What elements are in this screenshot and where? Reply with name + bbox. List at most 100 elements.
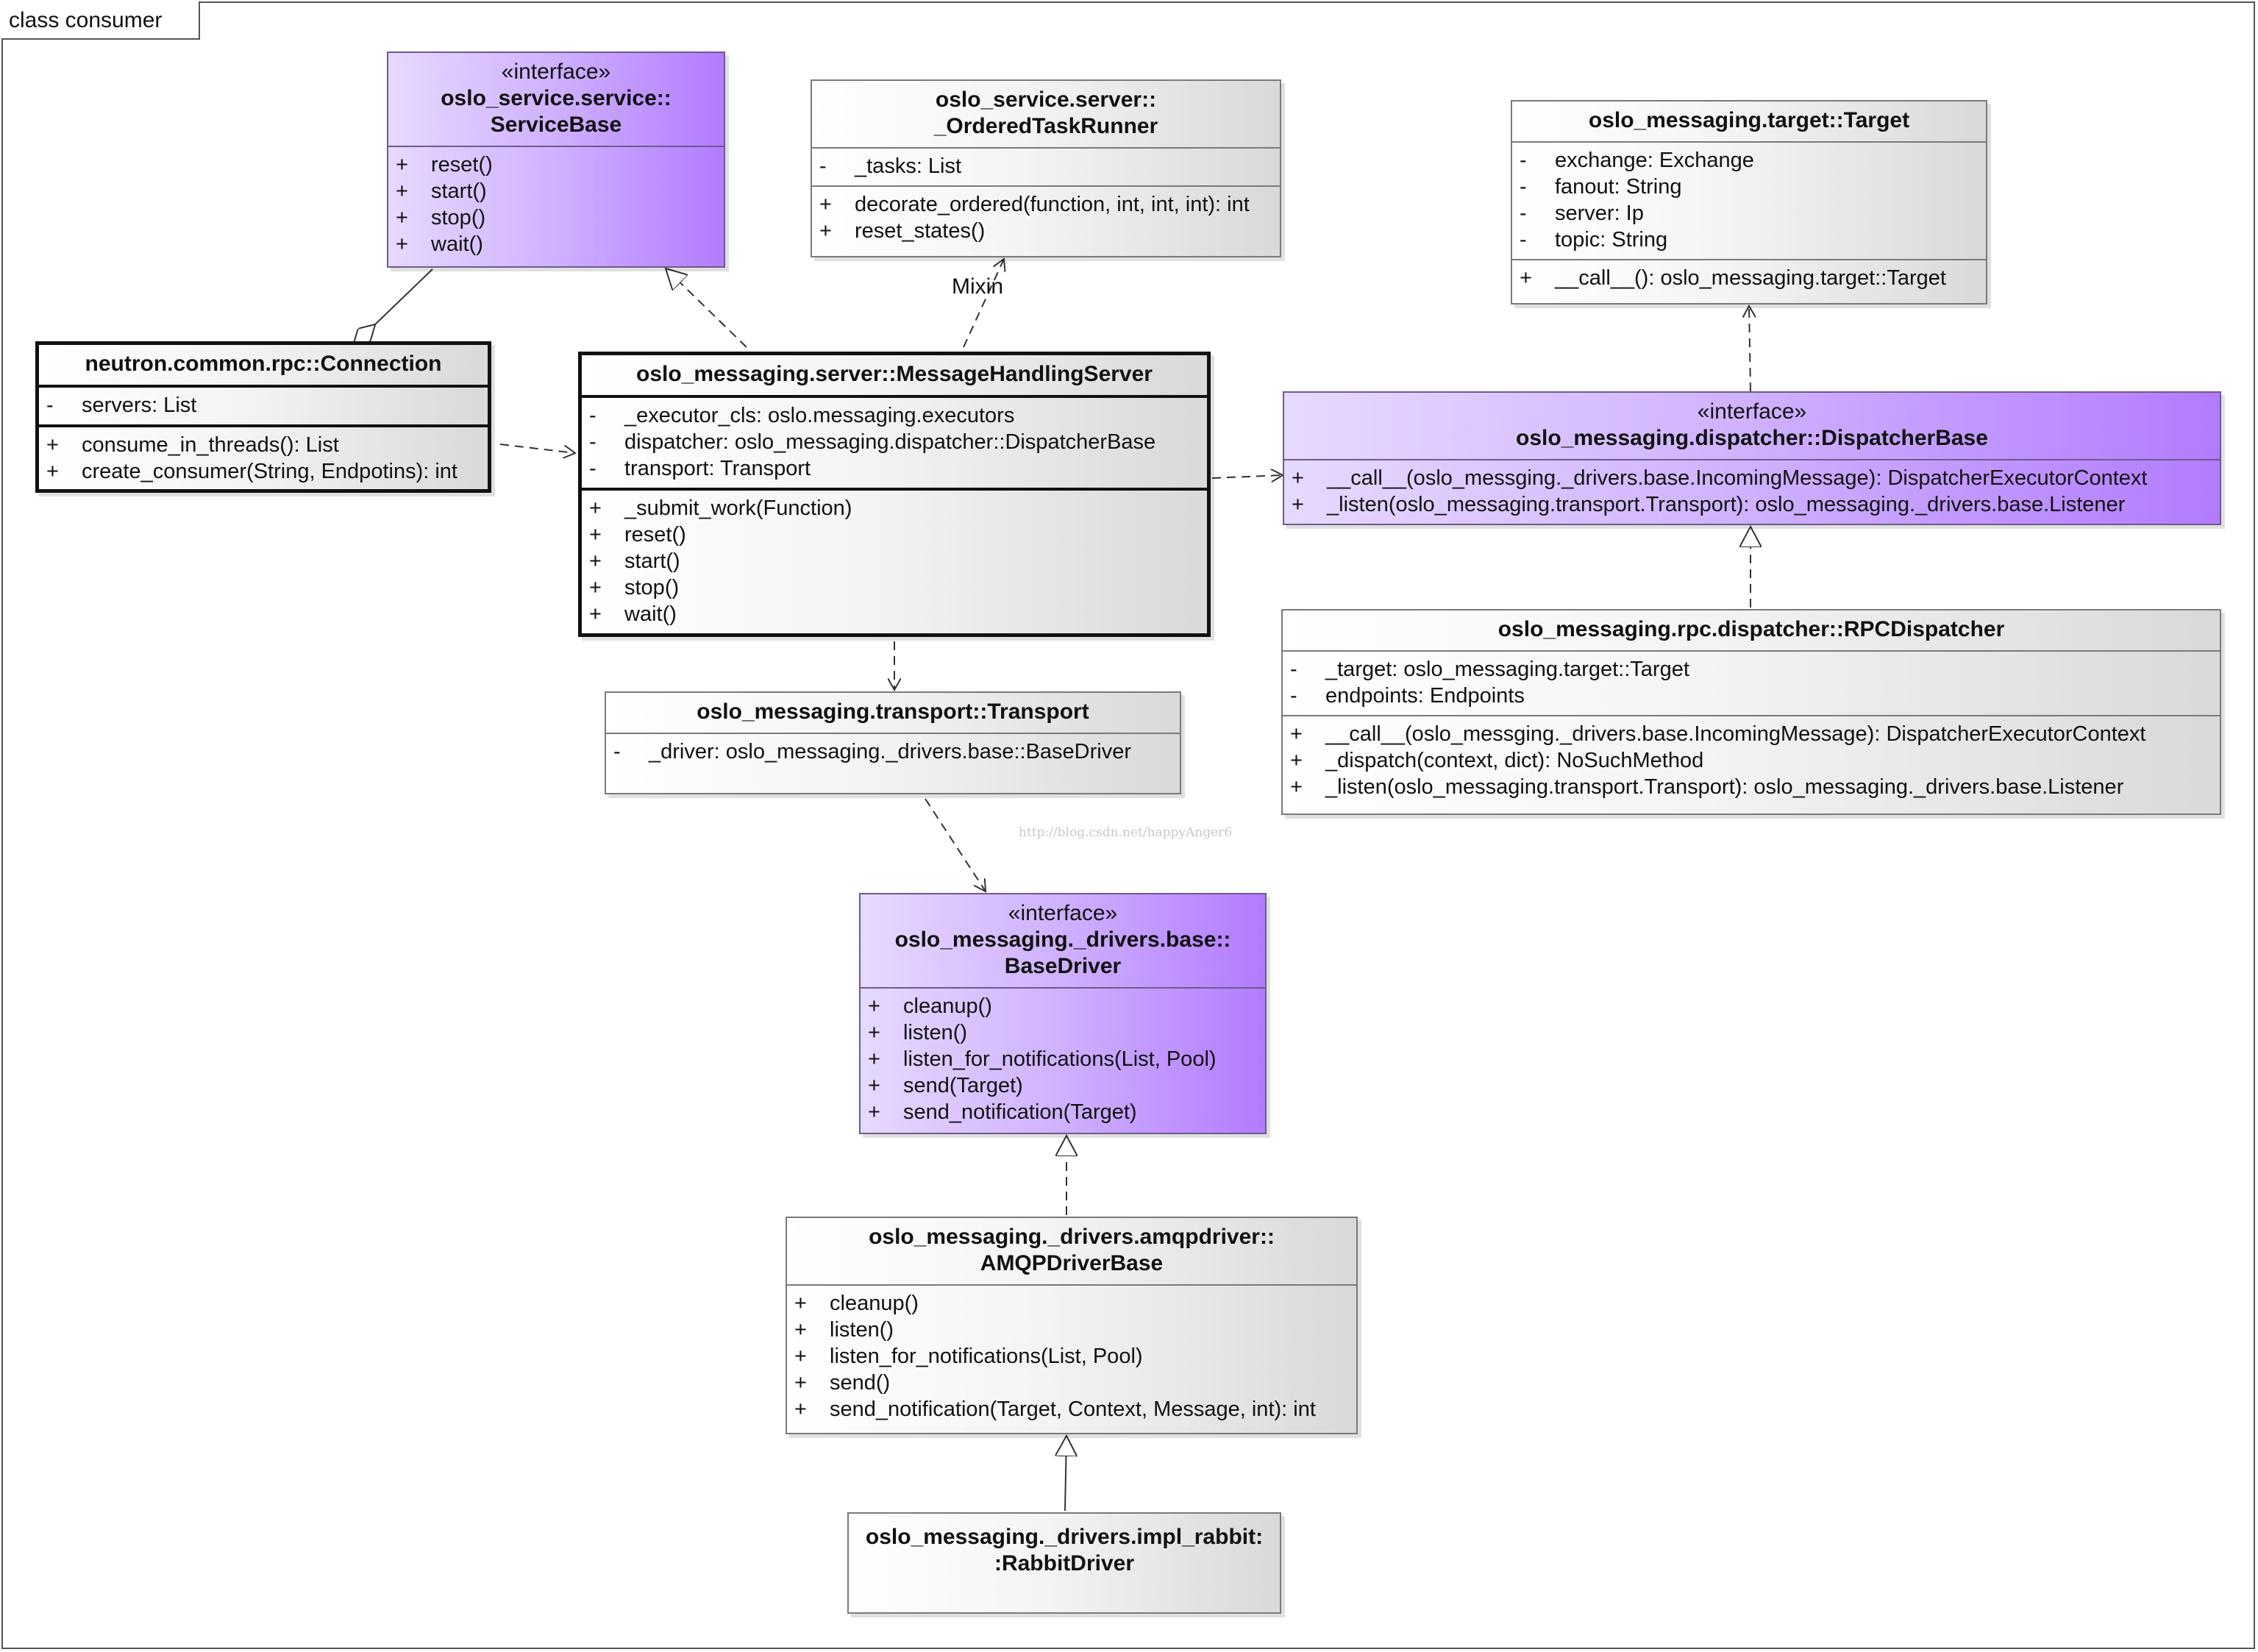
class-basedriver[interactable]: «interface» oslo_messaging._drivers.base… (859, 893, 1267, 1134)
operation: +__call__(oslo_messging._drivers.base.In… (1292, 465, 2212, 491)
class-target[interactable]: oslo_messaging.target::Target -exchange:… (1511, 100, 1987, 305)
stereotype: «interface» (501, 60, 611, 84)
class-header: oslo_messaging._drivers.impl_rabbit: :Ra… (849, 1514, 1280, 1584)
class-name-line: BaseDriver (1004, 954, 1122, 978)
visibility: + (396, 232, 408, 256)
visibility: - (1520, 175, 1527, 199)
attributes-compartment: -_driver: oslo_messaging._drivers.base::… (606, 733, 1180, 771)
operation-text: stop() (431, 206, 486, 229)
operation-text: _submit_work(Function) (624, 496, 852, 520)
attributes-compartment: -_tasks: List (812, 147, 1280, 185)
attribute: -transport: Transport (589, 455, 1200, 482)
operation: +send() (794, 1370, 1349, 1396)
attribute-text: _tasks: List (855, 154, 962, 178)
operation: +send_notification(Target, Context, Mess… (794, 1396, 1349, 1423)
operation-text: stop() (624, 576, 680, 599)
class-name-line: oslo_messaging._drivers.amqpdriver:: (869, 1225, 1275, 1249)
edge-realization-mhs-servicebase (666, 268, 747, 348)
visibility: + (1292, 466, 1304, 490)
operation: + listen_for_notifications(List, Pool) (794, 1343, 1349, 1370)
edge-label-mixin: Mixin (952, 274, 1004, 299)
visibility: - (589, 404, 596, 427)
visibility: + (46, 460, 59, 483)
operation-text: cleanup() (830, 1292, 919, 1315)
operation-text: _dispatch(context, dict): NoSuchMethod (1325, 749, 1704, 772)
operation: +cleanup() (868, 993, 1258, 1019)
operation-text: listen_for_notifications(List, Pool) (830, 1345, 1143, 1368)
class-name-line: _OrderedTaskRunner (933, 114, 1158, 138)
operation: +listen_for_notifications(List, Pool) (868, 1046, 1258, 1072)
attribute-text: dispatcher: oslo_messaging.dispatcher::D… (624, 430, 1156, 454)
operation-text: _listen(oslo_messaging.transport.Transpo… (1325, 775, 2124, 799)
operation: +start() (396, 178, 716, 204)
class-header: «interface» oslo_messaging._drivers.base… (861, 894, 1265, 987)
class-header: «interface» oslo_service.service:: Servi… (388, 53, 724, 146)
class-header: oslo_messaging.rpc.dispatcher::RPCDispat… (1283, 610, 2220, 650)
operation-text: __call__(): oslo_messaging.target::Targe… (1555, 266, 1946, 290)
visibility: + (794, 1345, 807, 1368)
class-transport[interactable]: oslo_messaging.transport::Transport -_dr… (605, 691, 1181, 794)
stereotype: «interface» (1697, 399, 1807, 424)
class-servicebase[interactable]: «interface» oslo_service.service:: Servi… (387, 51, 725, 268)
operation: +reset() (589, 521, 1200, 548)
class-name-line: oslo_messaging.server::MessageHandlingSe… (636, 362, 1153, 386)
class-name-line: oslo_service.server:: (935, 88, 1157, 112)
attribute-text: exchange: Exchange (1555, 149, 1754, 172)
class-name-line: oslo_messaging.rpc.dispatcher::RPCDispat… (1497, 617, 2005, 641)
class-orderedtaskrunner[interactable]: oslo_service.server:: _OrderedTaskRunner… (811, 79, 1281, 257)
visibility: + (589, 602, 602, 626)
operation-text: listen() (903, 1021, 968, 1044)
class-header: oslo_messaging.transport::Transport (606, 693, 1180, 733)
visibility: + (1290, 722, 1303, 746)
visibility: + (589, 549, 602, 573)
class-dispatcherbase[interactable]: «interface» oslo_messaging.dispatcher::D… (1283, 391, 2221, 525)
class-header: «interface» oslo_messaging.dispatcher::D… (1284, 393, 2220, 459)
attribute: -topic: String (1520, 227, 1979, 253)
operation: +create_consumer(String, Endpotins): int (46, 458, 480, 485)
operation-text: decorate_ordered(function, int, int, int… (855, 193, 1250, 216)
attribute-text: server: Ip (1555, 202, 1644, 225)
visibility: - (1520, 228, 1527, 252)
edge-aggregation-connection-servicebase (353, 268, 433, 346)
class-name-line: ServiceBase (490, 113, 622, 137)
class-name-line: oslo_service.service:: (441, 86, 672, 110)
attribute: -fanout: String (1520, 174, 1979, 200)
operations-compartment: +consume_in_threads(): List +create_cons… (39, 424, 488, 491)
visibility: + (589, 576, 602, 599)
attributes-compartment: -_target: oslo_messaging.target::Target … (1283, 650, 2220, 715)
operations-compartment: +__call__(oslo_messging._drivers.base.In… (1284, 459, 2220, 524)
class-header: oslo_messaging.target::Target (1512, 102, 1986, 141)
operation-text: send(Target) (903, 1074, 1023, 1097)
attribute-text: servers: List (82, 394, 197, 417)
visibility: + (396, 206, 408, 229)
visibility: - (589, 457, 596, 480)
edge-dependency-mhs-dispatcherbase (1211, 475, 1283, 478)
operation: +listen() (794, 1317, 1349, 1343)
attribute-text: _driver: oslo_messaging._drivers.base::B… (649, 740, 1132, 763)
operation: +send_notification(Target) (868, 1099, 1258, 1125)
class-name-line: oslo_messaging._drivers.base:: (894, 928, 1231, 952)
edge-mixin-mhs-orderedtaskrunner (963, 259, 1004, 348)
class-rabbitdriver[interactable]: oslo_messaging._drivers.impl_rabbit: :Ra… (847, 1512, 1281, 1614)
visibility: + (589, 496, 602, 520)
class-messagehandlingserver[interactable]: oslo_messaging.server::MessageHandlingSe… (578, 352, 1211, 637)
class-header: oslo_messaging._drivers.amqpdriver:: AMQ… (787, 1218, 1356, 1284)
operation: +consume_in_threads(): List (46, 432, 480, 458)
class-rpcdispatcher[interactable]: oslo_messaging.rpc.dispatcher::RPCDispat… (1281, 609, 2221, 815)
class-amqpdriverbase[interactable]: oslo_messaging._drivers.amqpdriver:: AMQ… (786, 1217, 1358, 1434)
operations-compartment: + cleanup() +listen() + listen_for_notific… (787, 1284, 1356, 1428)
attribute: -_tasks: List (819, 153, 1272, 179)
attribute: -servers: List (46, 392, 480, 419)
attribute: -exchange: Exchange (1520, 147, 1979, 174)
class-name-line: AMQPDriverBase (980, 1251, 1164, 1275)
operation-text: send_notification(Target, Context, Messa… (830, 1398, 1316, 1421)
class-connection[interactable]: neutron.common.rpc::Connection -servers:… (35, 341, 491, 493)
operation-text: reset_states() (855, 219, 986, 243)
operation-text: consume_in_threads(): List (82, 433, 339, 457)
operations-compartment: +cleanup() +listen() +listen_for_notific… (861, 987, 1265, 1131)
class-name-line: oslo_messaging.transport::Transport (697, 699, 1089, 724)
attribute: -server: Ip (1520, 200, 1979, 227)
operation: +_listen(oslo_messaging.transport.Transp… (1290, 774, 2212, 800)
